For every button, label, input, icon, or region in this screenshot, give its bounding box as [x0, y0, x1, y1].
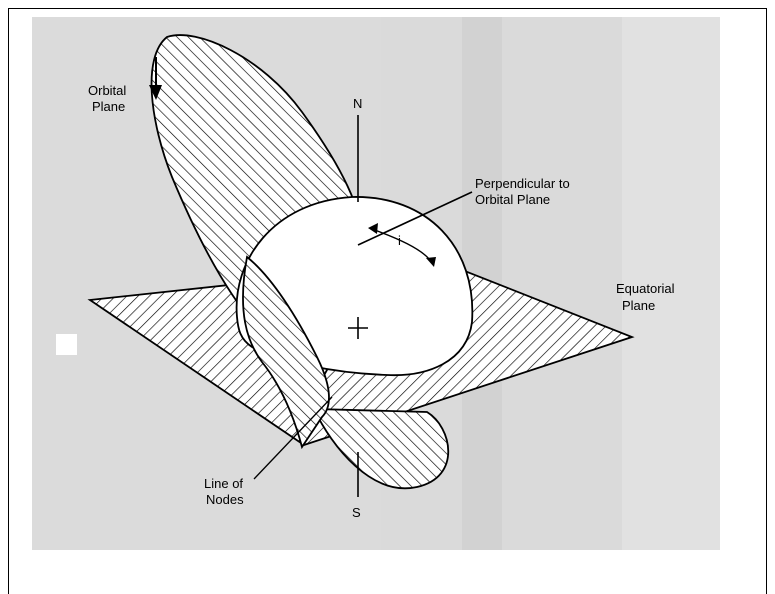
orbital-plane-lower-lobe [312, 408, 450, 490]
label-line-of-nodes-2: Nodes [206, 492, 244, 507]
label-equatorial-2: Plane [622, 298, 655, 313]
perpendicular-line [357, 191, 473, 246]
label-perpendicular-2: Orbital Plane [475, 192, 550, 207]
label-south: S [352, 505, 361, 520]
label-perpendicular-1: Perpendicular to [475, 176, 570, 191]
label-line-of-nodes-1: Line of [204, 476, 243, 491]
orbit-diagram: Orbital Plane N S Perpendicular to Orbit… [32, 17, 720, 550]
label-orbital-plane-2: Plane [92, 99, 125, 114]
inclination-arrowhead-right [426, 257, 436, 267]
label-north: N [353, 96, 362, 111]
inclination-arrowhead-left [368, 223, 378, 234]
outer-frame [8, 8, 767, 594]
scanned-figure: Orbital Plane N S Perpendicular to Orbit… [32, 17, 720, 550]
line-of-nodes-leader [253, 396, 333, 480]
orbit-direction-arrow [149, 85, 162, 100]
orbital-plane-front-ribbon [242, 255, 330, 450]
label-equatorial-1: Equatorial [616, 281, 675, 296]
label-inclination: i [398, 233, 401, 248]
scan-white-patch [56, 334, 77, 355]
label-orbital-plane-1: Orbital [88, 83, 126, 98]
